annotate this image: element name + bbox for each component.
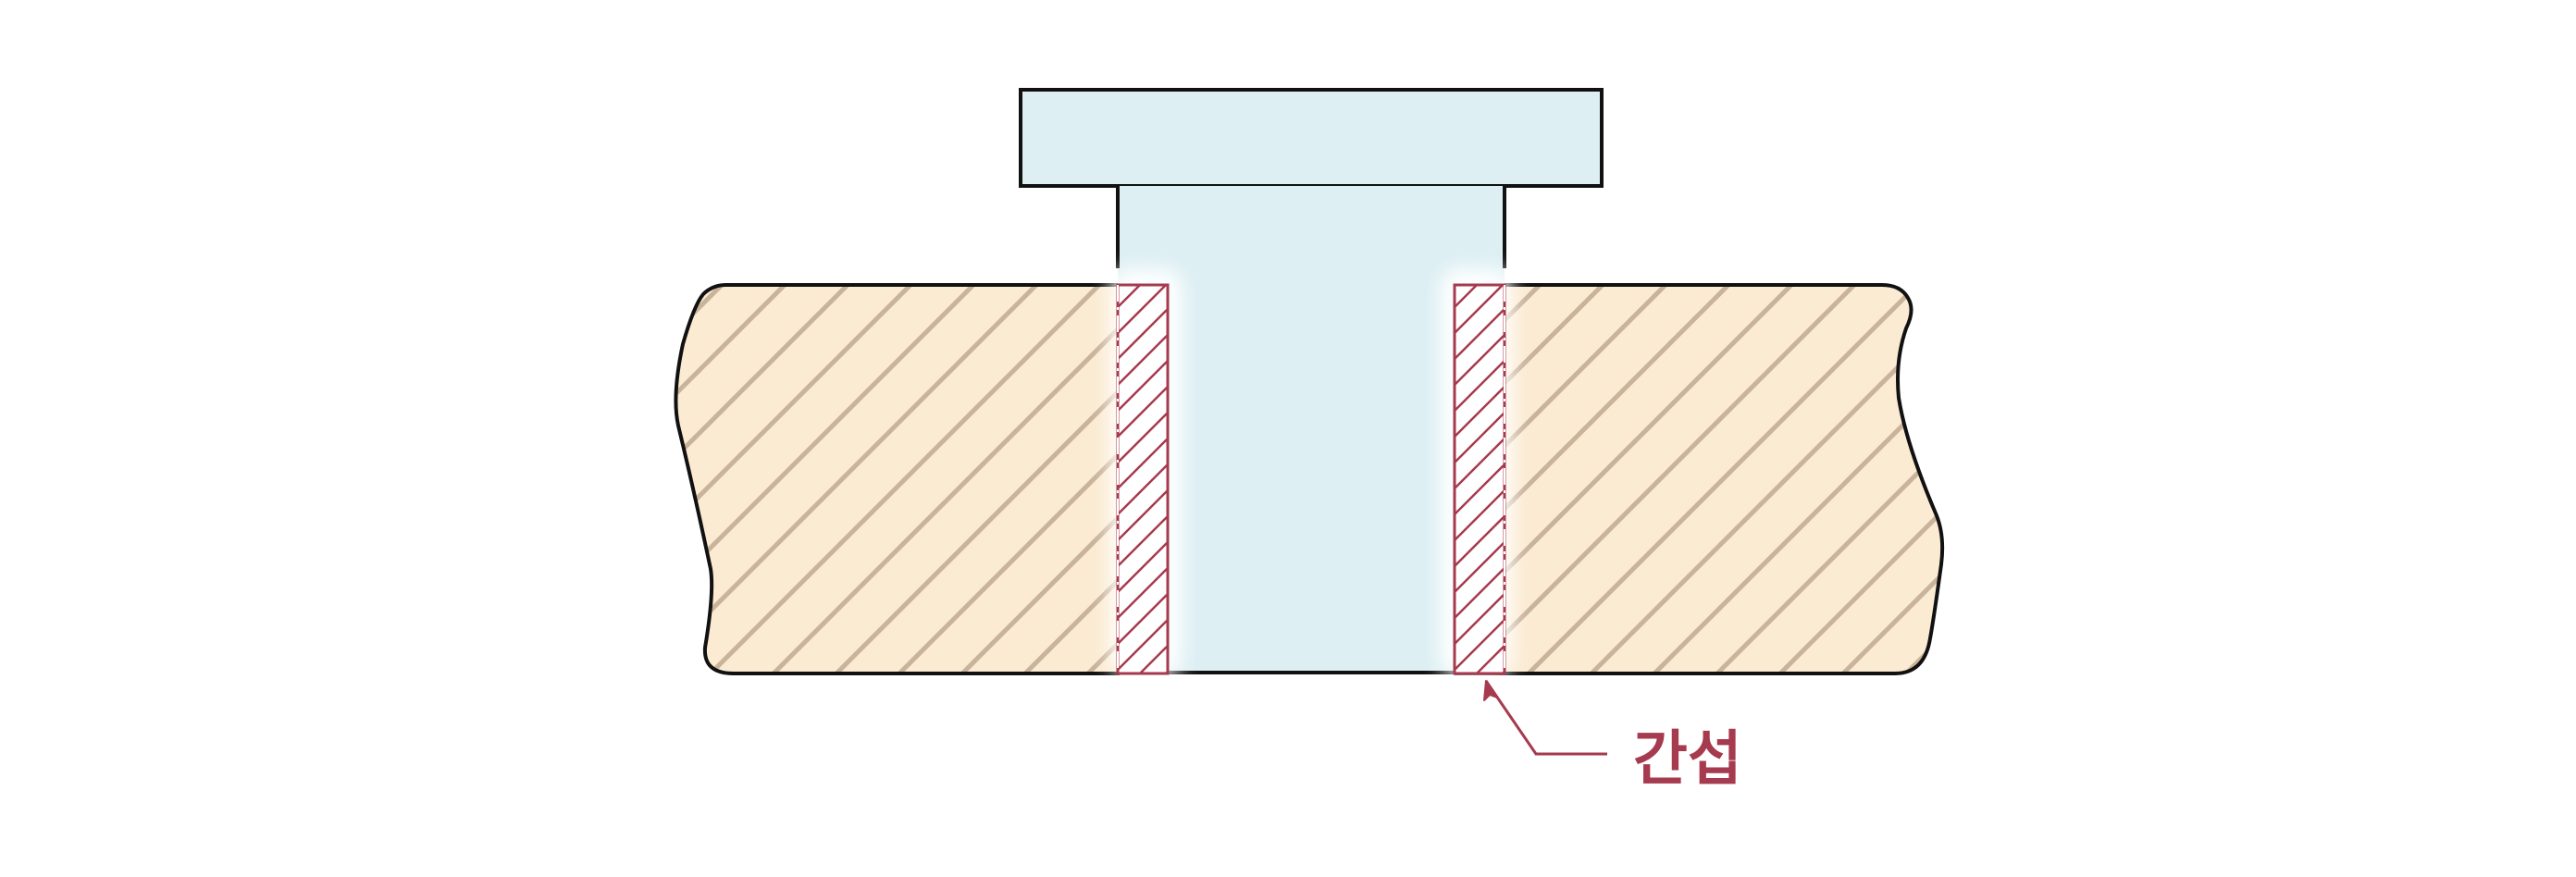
right-plate	[1455, 283, 1945, 675]
pin-head	[1019, 88, 1604, 188]
interference-label: 간섭	[1633, 725, 1742, 794]
right-interference-zone	[1453, 283, 1506, 675]
arrowhead-icon	[1483, 680, 1498, 701]
left-plate-outline	[674, 283, 1120, 675]
left-plate	[674, 283, 1120, 675]
right-plate-outline	[1455, 283, 1945, 675]
left-interference-zone	[1116, 283, 1170, 675]
callout-leader	[1483, 680, 1607, 756]
right-plate-hatch	[1455, 285, 1943, 673]
left-plate-hatch	[675, 285, 1120, 673]
